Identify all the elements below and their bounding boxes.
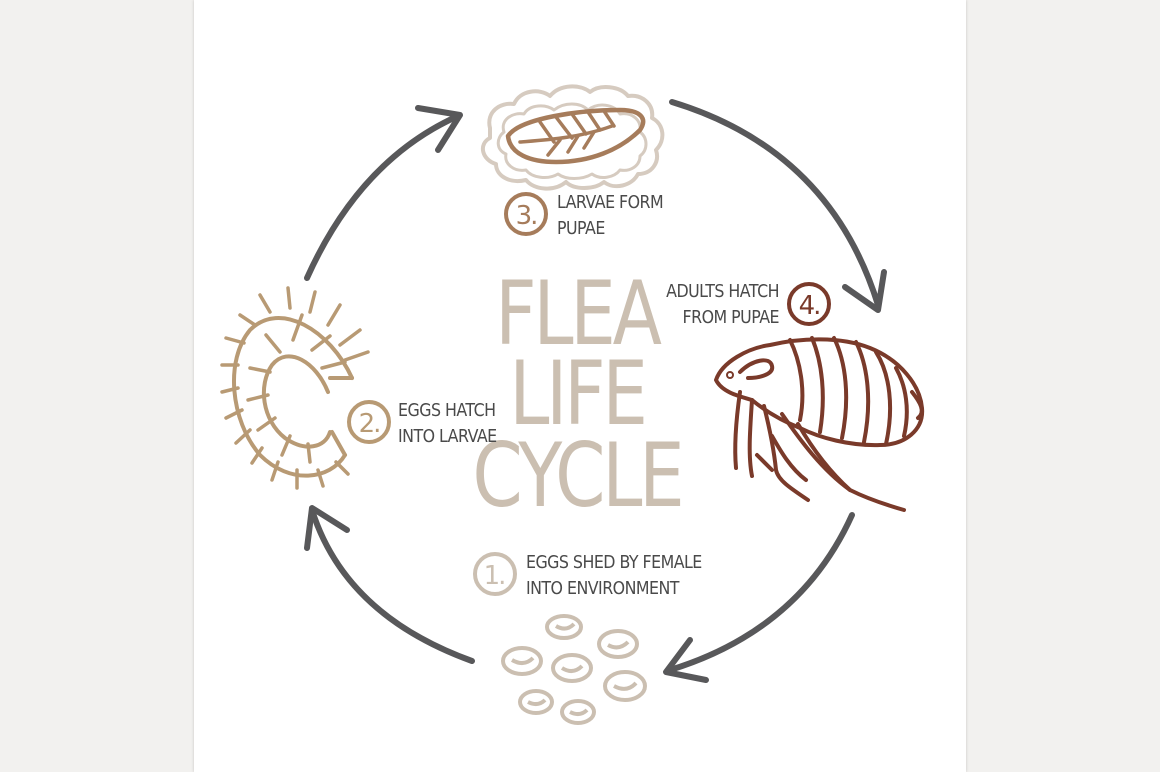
step-2-label-line-2: INTO LARVAE xyxy=(398,425,497,446)
step-4-number: 4. xyxy=(799,291,820,321)
arrow-pupa-to-flea-head-icon xyxy=(842,269,887,313)
arrow-larva-to-pupa-icon xyxy=(304,113,461,281)
title-line-3: CYCLE xyxy=(472,424,681,527)
step-2-number-circle xyxy=(347,400,391,444)
step-3-label-line-1: LARVAE FORM xyxy=(557,191,663,212)
step-4-label-line-2: FROM PUPAE xyxy=(683,306,779,327)
step-3-number: 3. xyxy=(516,201,537,231)
flea-icon xyxy=(714,336,925,512)
arrow-larva-to-pupa-head-icon xyxy=(415,105,463,153)
arrow-flea-to-eggs-icon xyxy=(667,512,855,673)
step-3: 3. LARVAE FORM PUPAE xyxy=(504,191,664,238)
step-1-number: 1. xyxy=(484,561,505,591)
step-3-number-circle xyxy=(504,192,548,236)
step-3-label-line-2: PUPAE xyxy=(557,217,605,238)
larva-icon xyxy=(220,286,370,490)
arrow-eggs-to-larva-icon xyxy=(309,507,475,664)
step-2: 2. EGGS HATCH INTO LARVAE xyxy=(347,399,497,446)
arrow-pupa-to-flea-icon xyxy=(669,99,881,308)
step-1-label-line-2: INTO ENVIRONMENT xyxy=(526,577,680,598)
step-4-label-line-1: ADULTS HATCH xyxy=(666,280,779,301)
step-4: ADULTS HATCH FROM PUPAE 4. xyxy=(666,280,831,327)
title: FLEA LIFE CYCLE xyxy=(472,262,684,527)
title-line-1: FLEA xyxy=(495,262,662,365)
arrow-eggs-to-larva-head-icon xyxy=(304,505,350,551)
cycle-arrows xyxy=(304,99,887,683)
step-1-number-circle xyxy=(473,552,517,596)
step-2-number: 2. xyxy=(359,409,380,439)
step-2-label-line-1: EGGS HATCH xyxy=(398,399,495,420)
step-1-label-line-1: EGGS SHED BY FEMALE xyxy=(526,551,702,572)
step-4-number-circle xyxy=(787,282,831,326)
eggs-icon xyxy=(501,614,647,725)
title-line-2: LIFE xyxy=(509,342,644,445)
poster-card xyxy=(194,0,966,772)
arrow-flea-to-eggs-head-icon xyxy=(663,637,709,683)
pupa-icon xyxy=(480,84,665,191)
step-1: 1. EGGS SHED BY FEMALE INTO ENVIRONMENT xyxy=(473,551,702,598)
